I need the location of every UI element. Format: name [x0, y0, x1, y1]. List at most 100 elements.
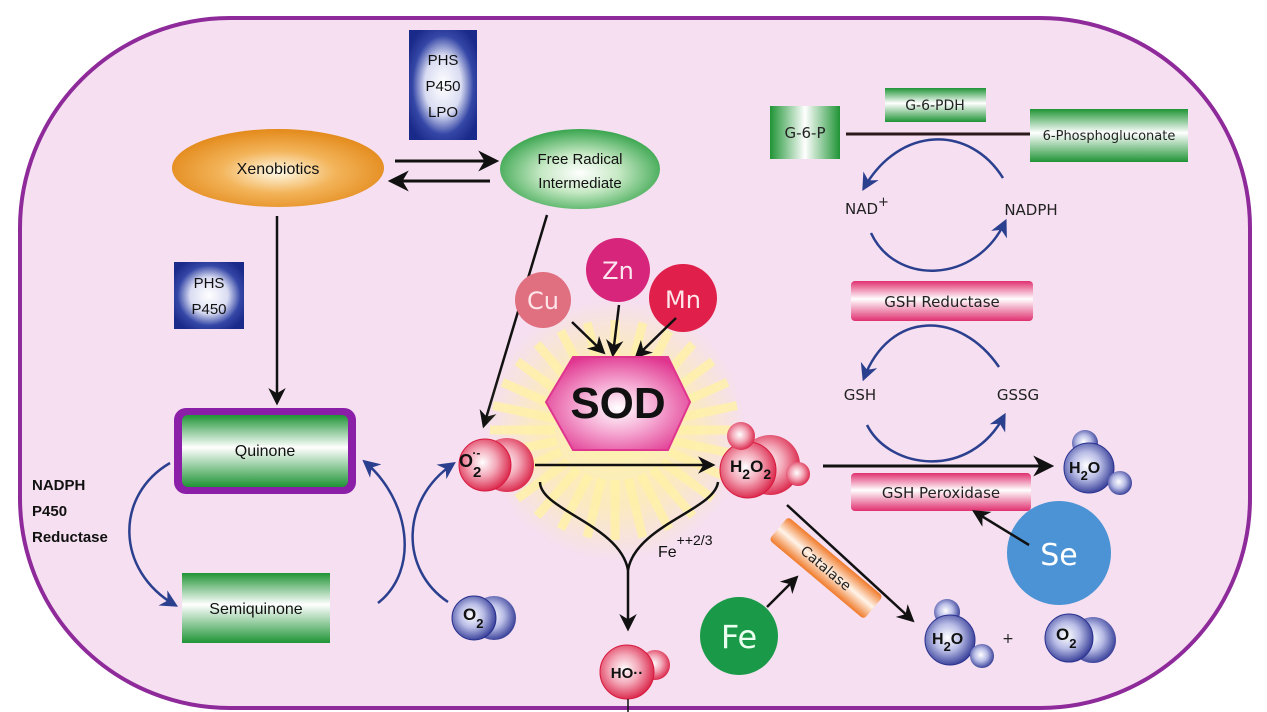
oxygen-bottom-sub: 2: [1069, 636, 1076, 651]
reductase-line-1: NADPH: [32, 477, 85, 494]
sod-ray: [623, 477, 648, 539]
arrow-se-to-gsh-peroxidase: [972, 510, 1030, 547]
arrow-mn-to-sod: [634, 317, 677, 359]
sod-ray: [556, 472, 593, 532]
arrow-nad-to-nadph: [869, 218, 1007, 272]
free-radical-node: Free Radical Intermediate: [500, 129, 660, 209]
arrow-quinone-to-semiquinone: [128, 461, 179, 607]
water-bottom-sub: 2: [944, 639, 951, 654]
sod-ray: [637, 472, 674, 532]
enzyme-box-left: PHS P450: [174, 262, 244, 329]
arrow-h2o2-to-water-oxygen: [786, 504, 915, 623]
gsh-reductase-enzyme: GSH Reductase: [851, 281, 1033, 321]
water-bottom-o: O: [951, 631, 963, 648]
xenobiotics-node: Xenobiotics: [172, 129, 384, 207]
sod-ray: [492, 401, 558, 424]
water-right-h: H: [1069, 460, 1081, 477]
superoxide-base: O: [459, 451, 473, 471]
enzyme-left-p450: P450: [191, 301, 226, 318]
enzyme-top-lpo: LPO: [428, 104, 458, 121]
water-right-sub: 2: [1081, 468, 1088, 483]
superoxide-sup: ·-: [472, 446, 480, 460]
h2o2-sub1: 2: [742, 466, 750, 482]
copper-label: Cu: [527, 287, 559, 315]
selenium-ion: Se: [1007, 501, 1111, 605]
h2o2-sub2: 2: [763, 466, 771, 482]
quinone-label: Quinone: [235, 443, 296, 460]
g6pdh-label: G-6-PDH: [905, 98, 965, 114]
arrow-fe-to-catalase: [766, 575, 799, 608]
oxygen-left-sub: 2: [476, 616, 483, 631]
oxygen-molecule-left: O2: [451, 595, 516, 641]
arrow-semiquinone-to-quinone: [362, 459, 406, 604]
arrow-cu-to-sod: [571, 321, 606, 355]
semiquinone-node: Semiquinone: [182, 573, 330, 643]
water-right-o: O: [1088, 460, 1100, 477]
hydroxyl-radical-molecule: HO··: [599, 644, 670, 700]
enzyme-left-phs: PHS: [194, 275, 225, 292]
sod-ray: [533, 466, 581, 519]
arrow-zn-to-sod: [606, 304, 624, 358]
nad-label: NAD+: [845, 195, 889, 218]
arrow-oxygen-to-superoxide: [411, 462, 456, 604]
free-radical-label-2: Intermediate: [538, 175, 621, 192]
manganese-ion: Mn: [649, 264, 717, 332]
quinone-node: Quinone: [174, 408, 356, 494]
g6p-label: G-6-P: [784, 124, 825, 142]
sod-ray: [659, 457, 716, 503]
svg-text:H2O: H2O: [1069, 460, 1100, 483]
g6pdh-enzyme: G-6-PDH: [885, 88, 986, 122]
arrow-gsh-to-gssg: [865, 412, 1006, 463]
water-molecule-bottom: H2O: [924, 599, 994, 668]
zinc-ion: Zn: [586, 238, 650, 302]
svg-text:O2·-: O2·-: [459, 446, 481, 481]
sod-label: SOD: [570, 379, 665, 428]
reductase-label: NADPH P450 Reductase: [32, 477, 108, 546]
gsh-label: GSH: [844, 386, 876, 404]
g6p-node: G-6-P: [770, 106, 840, 159]
h2o2-h: H: [730, 457, 742, 476]
copper-ion: Cu: [515, 272, 571, 328]
fe-label: Fe++2/3: [658, 532, 713, 561]
phosphogluconate-node: 6-Phosphogluconate: [1030, 109, 1188, 162]
oxygen-bottom-base: O: [1056, 625, 1069, 644]
arrow-nadph-to-nad: [862, 138, 1005, 192]
phosphogluconate-label: 6-Phosphogluconate: [1043, 129, 1176, 144]
gsh-reductase-label: GSH Reductase: [884, 293, 1000, 311]
reductase-line-3: Reductase: [32, 529, 108, 546]
iron-ion: Fe: [700, 597, 778, 675]
svg-text:H2O2: H2O2: [730, 457, 771, 482]
oxygen-molecule-bottom: O2: [1044, 613, 1116, 663]
water-bottom-h: H: [932, 631, 944, 648]
enzyme-top-p450: P450: [425, 78, 460, 95]
svg-text:O2: O2: [463, 605, 483, 631]
semiquinone-label: Semiquinone: [209, 601, 303, 618]
reductase-line-2: P450: [32, 503, 67, 520]
iron-label: Fe: [721, 618, 757, 656]
svg-text:H2O: H2O: [932, 631, 963, 654]
manganese-label: Mn: [665, 286, 701, 314]
nadph-label: NADPH: [1004, 201, 1057, 219]
water-molecule-right: H2O: [1063, 430, 1132, 495]
superoxide-molecule: O2·-: [458, 438, 534, 492]
zinc-label: Zn: [602, 257, 634, 285]
free-radical-label-1: Free Radical: [537, 151, 622, 168]
enzyme-top-phs: PHS: [428, 52, 459, 69]
arrow-gssg-to-gsh: [860, 324, 1001, 382]
svg-text:O2: O2: [1056, 625, 1076, 651]
xenobiotics-label: Xenobiotics: [237, 161, 320, 178]
sod-ray: [514, 457, 571, 503]
oxygen-left-base: O: [463, 605, 476, 624]
plus-sign: +: [1002, 631, 1014, 647]
gssg-label: GSSG: [997, 386, 1039, 404]
selenium-label: Se: [1040, 538, 1078, 573]
enzyme-box-top: PHS P450 LPO: [409, 30, 477, 140]
sod-ray: [582, 477, 607, 539]
h2o2-o: O: [750, 457, 763, 476]
hydroxyl-label: HO··: [611, 665, 644, 682]
sod-enzyme: SOD: [544, 356, 692, 451]
gsh-peroxidase-enzyme: GSH Peroxidase: [851, 473, 1031, 511]
sod-ray: [649, 466, 697, 519]
